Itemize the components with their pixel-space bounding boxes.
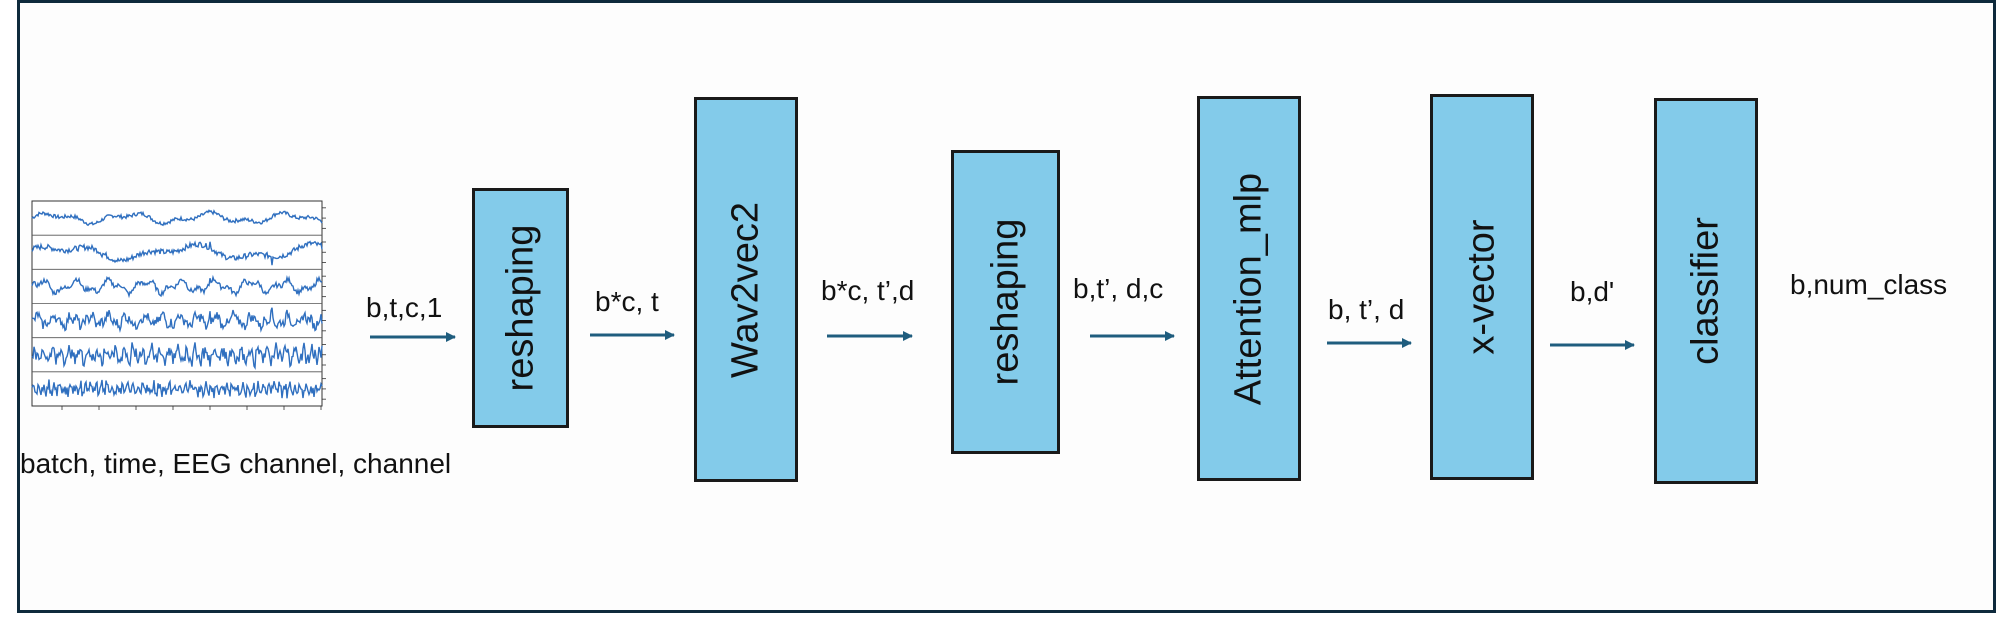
reshaping-block-1: reshaping <box>472 188 569 428</box>
x-vector-block: x-vector <box>1430 94 1534 480</box>
eeg-signal-thumbnail <box>31 200 326 410</box>
input-caption: batch, time, EEG channel, channel <box>20 448 452 479</box>
eeg-trace <box>31 307 323 333</box>
eeg-trace <box>31 342 323 370</box>
edge-label-2: b*c, t <box>595 286 659 317</box>
eeg-trace <box>31 209 323 227</box>
eeg-trace <box>31 274 323 299</box>
eeg-trace <box>31 240 323 266</box>
edge-label-5: b, t’, d <box>1328 294 1405 325</box>
edge-label-6: b,d' <box>1570 276 1615 307</box>
reshaping-block-2: reshaping <box>951 150 1060 454</box>
attention-mlp-block: Attention_mlp <box>1197 96 1301 481</box>
output-label: b,num_class <box>1790 269 1948 300</box>
wav2vec2-block: Wav2vec2 <box>694 97 798 482</box>
edge-label-3: b*c, t’,d <box>821 275 915 306</box>
edge-label-1: b,t,c,1 <box>366 292 443 323</box>
edge-label-4: b,t’, d,c <box>1073 273 1164 304</box>
eeg-trace <box>31 379 323 399</box>
classifier-block: classifier <box>1654 98 1758 484</box>
